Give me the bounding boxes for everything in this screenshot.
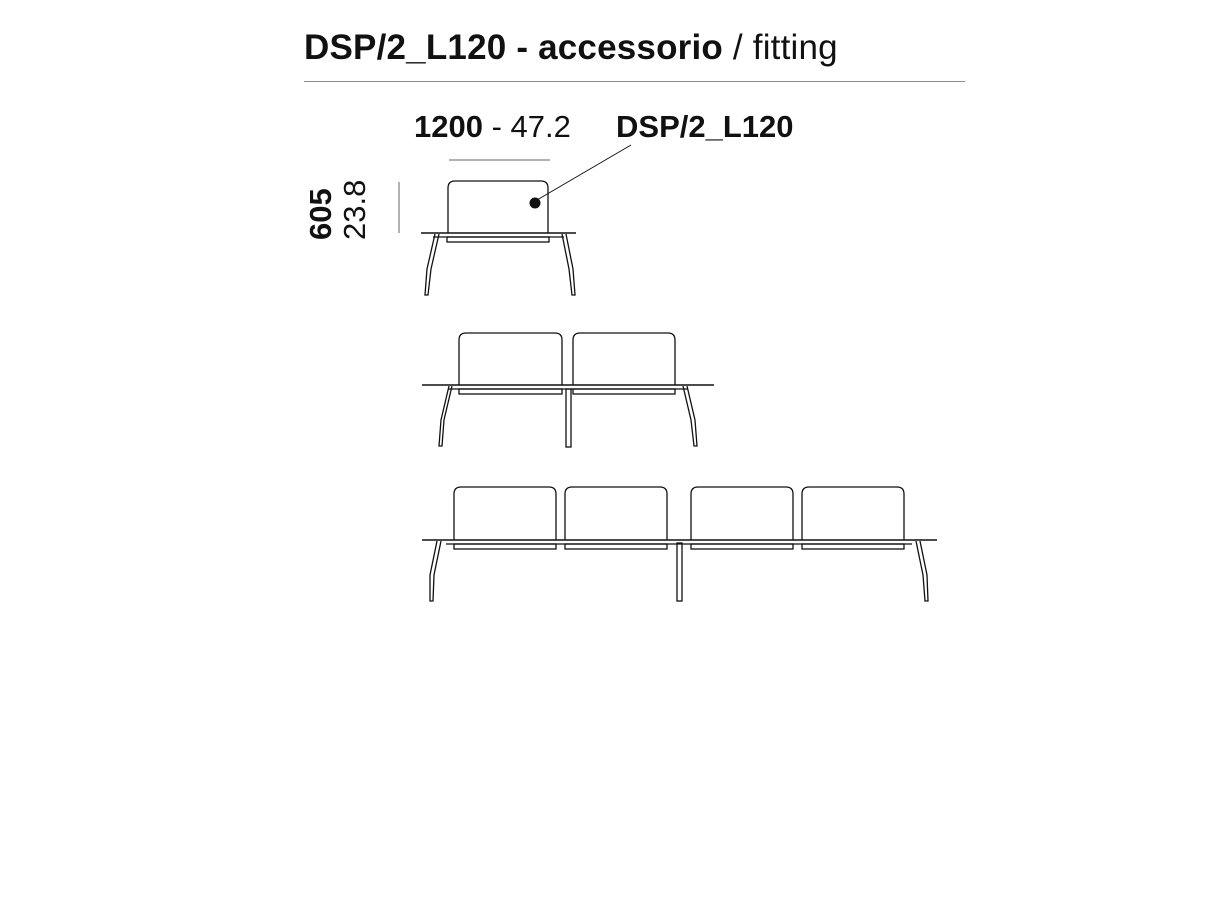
title-code: DSP/2_L120 - accessorio [304,28,723,67]
width-inches: 47.2 [510,109,571,144]
width-dimension: 1200 - 47.2 [414,108,571,146]
callout-label: DSP/2_L120 [616,109,794,144]
double-bench-drawing [422,332,714,448]
title-divider [304,81,965,82]
width-separator: - [482,109,511,144]
title-subtitle: fitting [752,28,838,67]
callout-leader-line [536,144,632,201]
callout-dot-icon [529,197,541,209]
width-mm: 1200 [414,109,483,144]
quad-bench-drawing [422,486,937,602]
single-bench-drawing [421,180,576,296]
title-separator: / [723,28,753,67]
page-title: DSP/2_L120 - accessorio / fitting [304,26,838,70]
privacy-panel [447,180,549,233]
